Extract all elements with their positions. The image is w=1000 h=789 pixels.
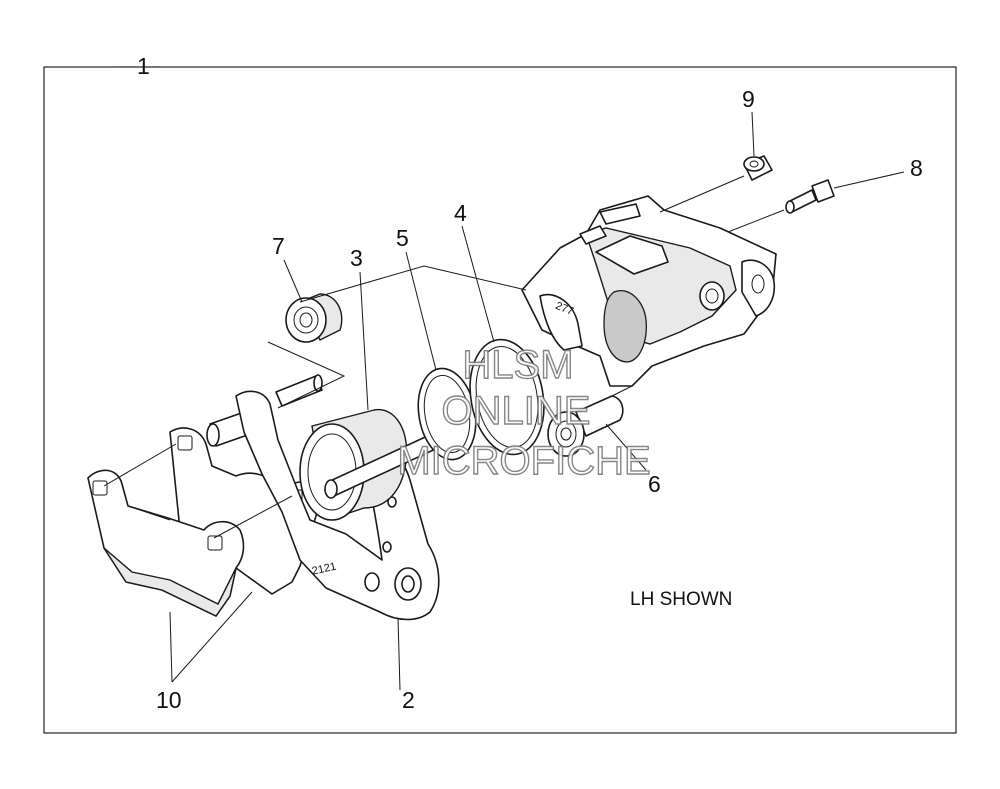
piston-seal (469, 338, 545, 456)
callout-leaders (118, 66, 905, 691)
caliper-bushing-upper (285, 293, 343, 343)
callout-4: 4 (454, 200, 467, 226)
caliper-bushing-lower (547, 395, 624, 457)
callout-3: 3 (350, 245, 363, 271)
watermark-line-1: HLSM (462, 343, 573, 387)
slide-pin-upper (275, 374, 323, 407)
watermark: HLSM ONLINE MICROFICHE (397, 342, 652, 483)
caliper-body: 277 (521, 195, 777, 387)
brake-pad-front (87, 469, 245, 617)
callout-6: 6 (648, 471, 661, 497)
watermark-line-3: MICROFICHE (397, 439, 650, 483)
bleeder-cap (743, 155, 773, 181)
callout-2: 2 (402, 687, 415, 713)
dust-seal (417, 367, 477, 461)
assembly-lines (103, 175, 785, 539)
watermark-line-2: ONLINE (442, 389, 591, 433)
lh-shown-note: LH SHOWN (630, 589, 732, 610)
callout-8: 8 (910, 155, 923, 181)
bleeder-screw (785, 179, 835, 214)
callout-9: 9 (742, 86, 755, 112)
callout-1: 1 (137, 53, 150, 79)
callout-7: 7 (272, 233, 285, 259)
diagram-border (43, 66, 957, 734)
callout-5: 5 (396, 225, 409, 251)
bracket-stamp: 2121 (311, 561, 337, 578)
callout-10: 10 (156, 687, 182, 713)
